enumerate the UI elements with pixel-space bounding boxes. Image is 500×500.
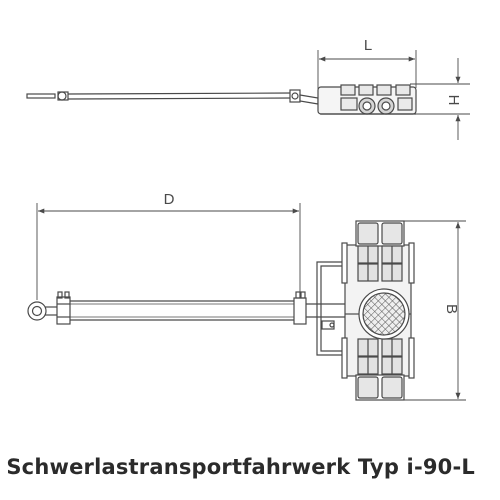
- guard-bracket: [316, 261, 345, 356]
- side-view: [26, 84, 417, 115]
- dimension-width-label: B: [443, 304, 460, 314]
- dimension-length: [317, 50, 417, 90]
- side-skate: [317, 84, 417, 115]
- top-view: [27, 220, 415, 401]
- top-drawbar: [27, 291, 345, 325]
- dimension-distance: [36, 203, 301, 300]
- side-drawbar: [26, 89, 331, 106]
- top-skate: [341, 220, 415, 401]
- product-caption: Schwerlastransportfahrwerk Typ i-90-L: [6, 455, 475, 479]
- dimension-height: [410, 58, 470, 140]
- dimension-height-label: H: [445, 95, 462, 106]
- dimension-width: [404, 220, 466, 401]
- dimension-distance-label: D: [164, 191, 175, 208]
- dimension-length-label: L: [364, 37, 372, 54]
